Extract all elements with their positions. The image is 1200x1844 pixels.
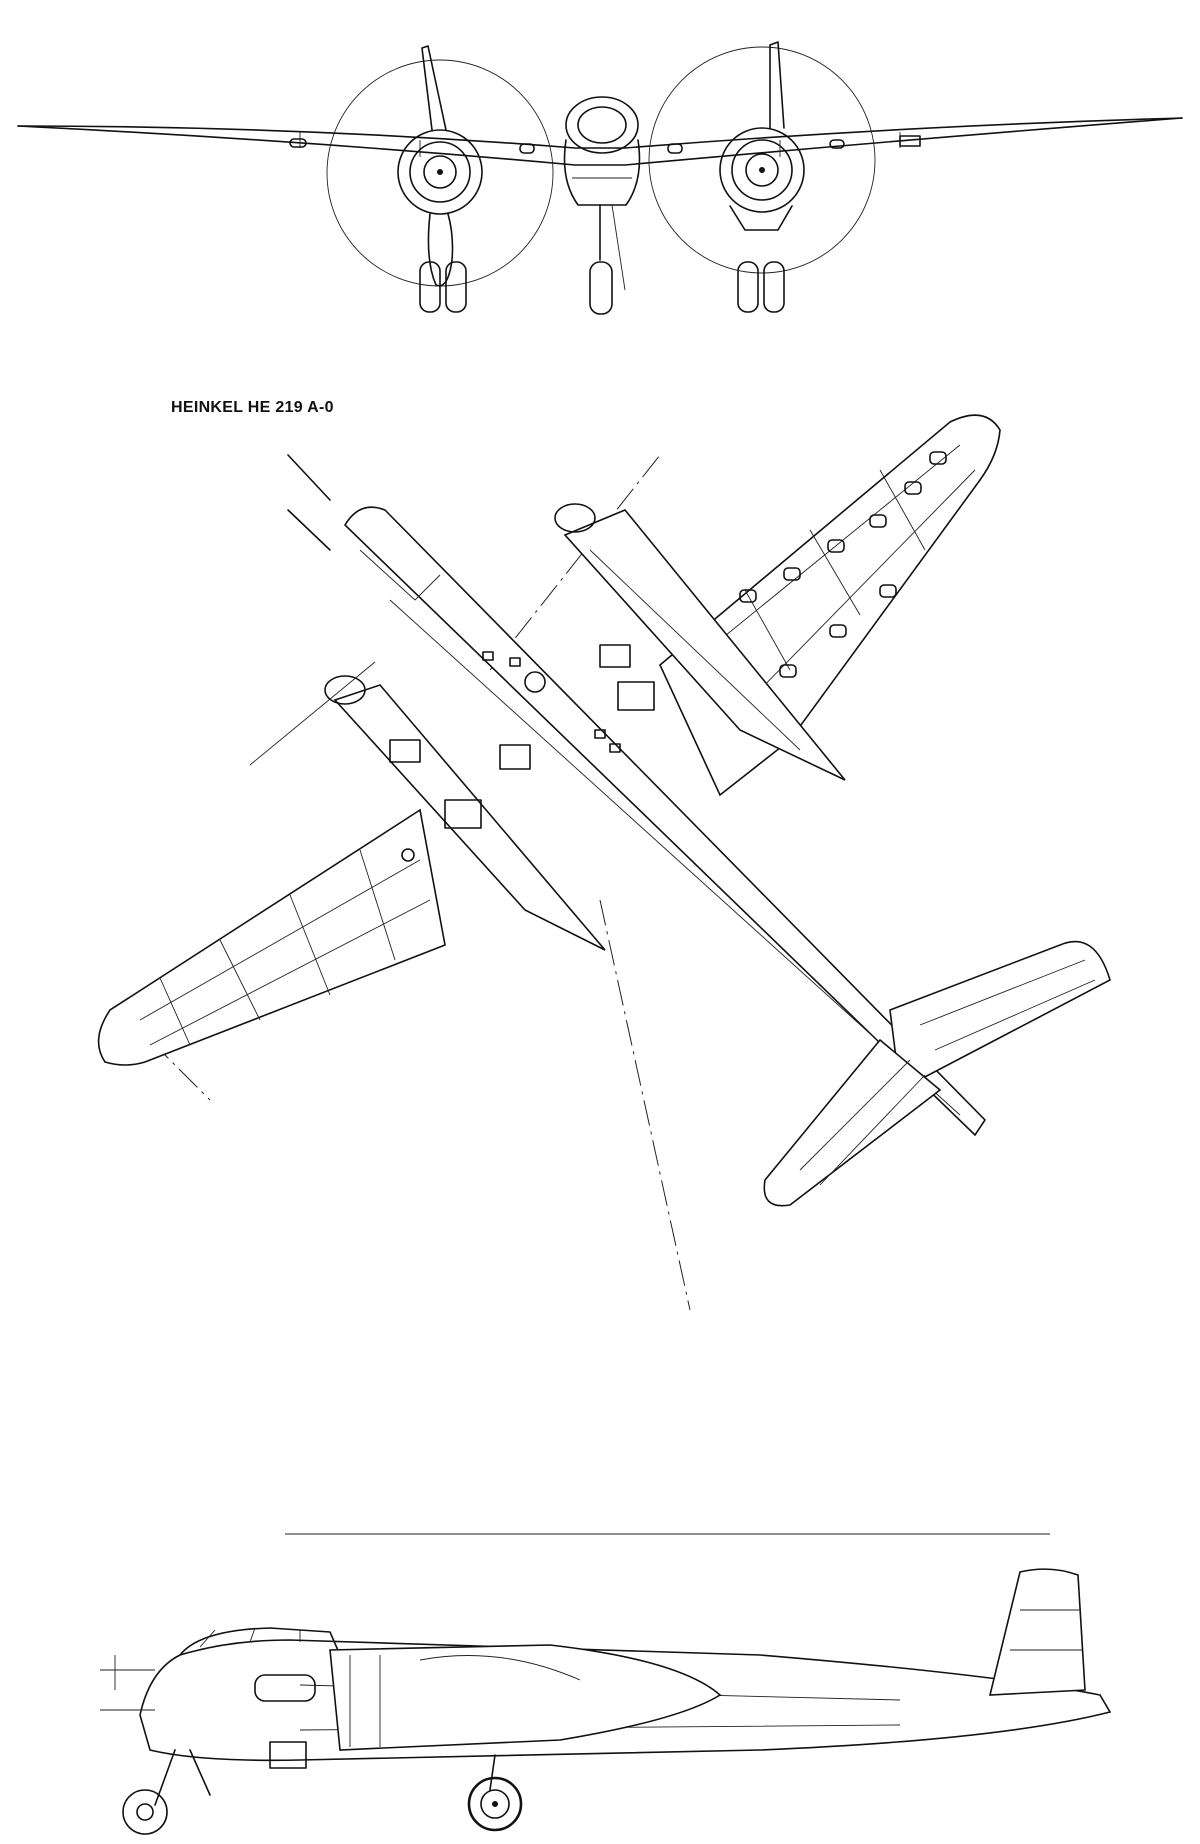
top-view-left-wing <box>97 808 505 1066</box>
side-view-main-gear <box>467 1754 523 1832</box>
front-view-fuselage <box>563 96 641 315</box>
front-view-right-propeller-disc <box>648 46 876 274</box>
top-view-tailplane <box>763 940 1111 1207</box>
side-view-nose-radar <box>100 1655 155 1711</box>
front-view-left-engine <box>397 45 483 313</box>
top-view-right-wing <box>659 414 1001 797</box>
side-view-tail-fin <box>988 1568 1086 1696</box>
top-view <box>97 414 1111 1311</box>
front-view-wing <box>17 117 1183 166</box>
top-view-right-nacelle <box>554 503 846 781</box>
side-view <box>100 1533 1112 1835</box>
drawing-title: HEINKEL HE 219 A-0 <box>171 399 334 416</box>
front-view <box>17 41 1183 315</box>
top-view-fuselage <box>287 454 987 1137</box>
side-view-engine-nacelle <box>329 1644 722 1751</box>
top-view-left-nacelle <box>249 661 606 951</box>
side-view-nose-gear <box>122 1749 211 1835</box>
front-view-right-engine <box>719 41 805 313</box>
